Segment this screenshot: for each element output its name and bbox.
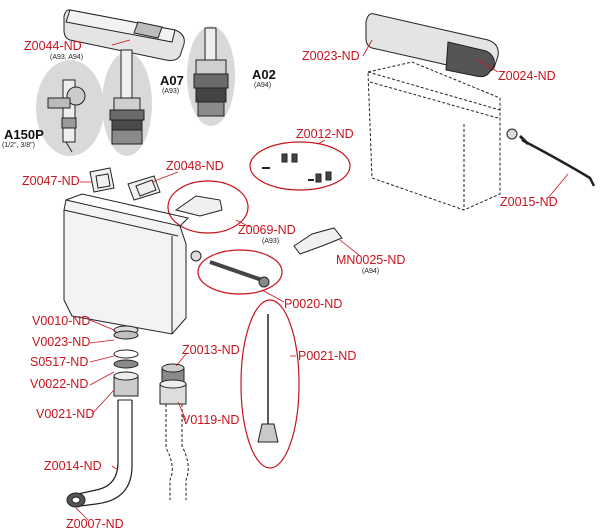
label-z0014: Z0014-ND [44,459,102,473]
label-v0021: V0021-ND [36,407,95,421]
pipe-dashed [165,404,189,500]
label-z0015: Z0015-ND [500,195,558,209]
label-z0024: Z0024-ND [498,69,556,83]
part-z0013 [161,363,185,383]
part-mn0025 [293,227,343,255]
lid-z0023 [365,13,499,78]
part-p0021 [257,314,279,443]
part-p0020 [209,260,270,288]
group-z0012 [249,141,351,191]
part-v0119 [159,379,187,405]
outlet-stack [113,325,139,397]
valve-a150p [36,60,104,156]
nut-z0007 [66,492,86,508]
label-p0020: P0020-ND [284,297,343,311]
label-z0007: Z0007-ND [66,517,124,531]
clip-z0048 [127,175,161,201]
label-z0012: Z0012-ND [296,127,354,141]
group-z0069 [167,180,249,234]
label-z0044-sub: (A93, A94) [50,54,84,61]
label-a07-sub: (A93) [162,88,180,95]
clip-z0047 [89,167,115,193]
label-v0022: V0022-ND [30,377,89,391]
label-z0044: Z0044-ND [24,39,82,53]
lever-z0015 [518,134,596,187]
label-z0069: Z0069-ND [238,223,296,237]
parts-z0012 [262,153,332,183]
label-v0023: V0023-ND [32,335,91,349]
pipe-z0014 [77,399,133,507]
label-z0013: Z0013-ND [182,343,240,357]
valve-a07 [102,49,152,156]
label-a07: A07 [160,73,184,88]
label-z0023: Z0023-ND [302,49,360,63]
label-a02-sub: (A94) [254,82,272,89]
label-a150p-sub: (1/2", 3/8") [2,142,35,149]
group-p0021 [240,299,300,469]
label-mn0025: MN0025-ND [336,253,406,267]
label-a150p: A150P [4,127,44,142]
group-p0020 [197,249,283,295]
cistern-right [367,61,501,211]
label-z0047: Z0047-ND [22,174,80,188]
valve-a02 [187,26,235,126]
label-z0048: Z0048-ND [166,159,224,173]
lid-z0044 [63,9,185,61]
label-z0069-sub: (A93) [262,238,280,245]
label-p0021: P0021-ND [298,349,357,363]
part-z0069 [174,195,223,217]
label-mn0025-sub: (A94) [362,268,380,275]
label-v0010: V0010-ND [32,314,91,328]
cistern-left [63,193,189,335]
label-v0119: V0119-ND [182,413,240,427]
label-a02: A02 [252,67,276,82]
label-s0517: S0517-ND [30,355,89,369]
